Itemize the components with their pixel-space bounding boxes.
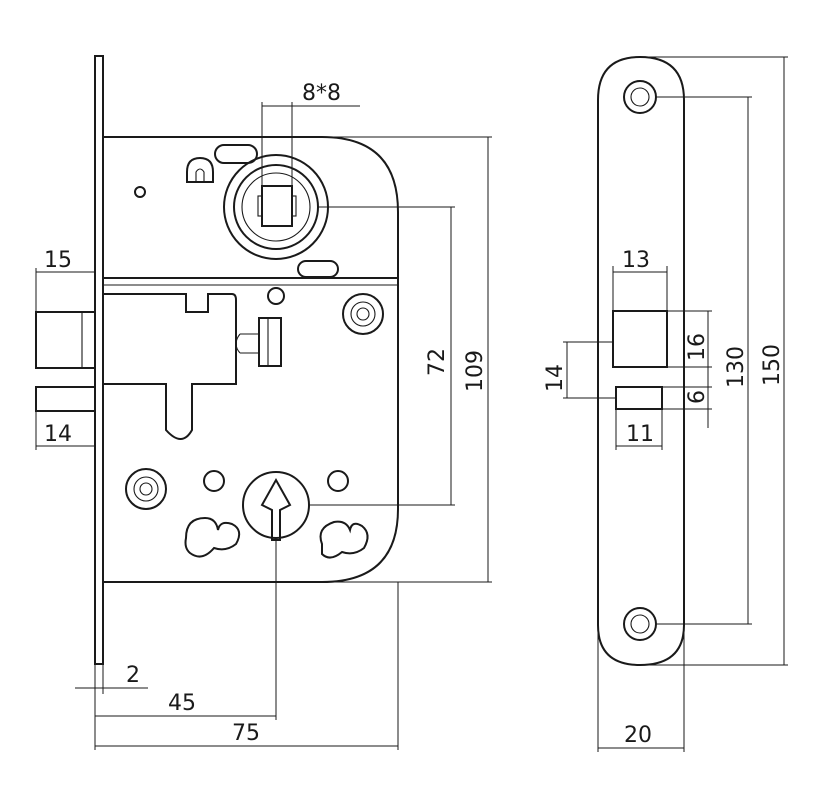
dim-spindle-square: 8*8 (302, 81, 341, 106)
key-cylinder (242, 471, 310, 541)
dim-bolt-width: 14 (44, 422, 72, 447)
dim-strike-length: 150 (760, 344, 785, 386)
dim-strike-screw-distance: 130 (724, 346, 749, 388)
strike-screw-hole-bottom (623, 607, 657, 641)
screw-hole-top-right (342, 293, 384, 335)
strike-screw-hole-top (623, 80, 657, 114)
strike-plate-outline (597, 55, 685, 667)
lock-body-outline (103, 136, 399, 583)
strike-dimensions: 13 16 6 14 11 130 150 20 (543, 56, 788, 752)
latch-bolt (35, 311, 96, 369)
dim-backset: 45 (168, 691, 196, 716)
dead-bolt (35, 386, 96, 412)
strike-latch-opening (612, 310, 668, 368)
faceplate (94, 55, 104, 665)
dim-faceplate-thickness: 2 (126, 663, 140, 688)
dim-body-height: 109 (463, 350, 488, 392)
dim-strike-latch-height: 16 (685, 333, 710, 361)
lock-body-view (35, 55, 399, 665)
dim-strike-bolt-width: 11 (626, 422, 654, 447)
lock-dimensions: 8*8 15 14 2 45 75 72 109 (35, 81, 492, 750)
screw-hole-bottom-left (125, 468, 167, 510)
dim-strike-bolt-height: 6 (685, 390, 710, 404)
dim-center-distance: 72 (425, 348, 450, 376)
dim-strike-gap-height: 14 (543, 364, 568, 392)
strike-plate-view (597, 55, 685, 667)
internal-cutout (103, 293, 237, 440)
dim-latch-width: 15 (44, 248, 72, 273)
spindle-hub (223, 154, 329, 260)
strike-bolt-opening (615, 386, 663, 410)
dim-body-width: 75 (232, 721, 260, 746)
dim-strike-latch-width: 13 (622, 248, 650, 273)
dim-strike-width: 20 (624, 723, 652, 748)
